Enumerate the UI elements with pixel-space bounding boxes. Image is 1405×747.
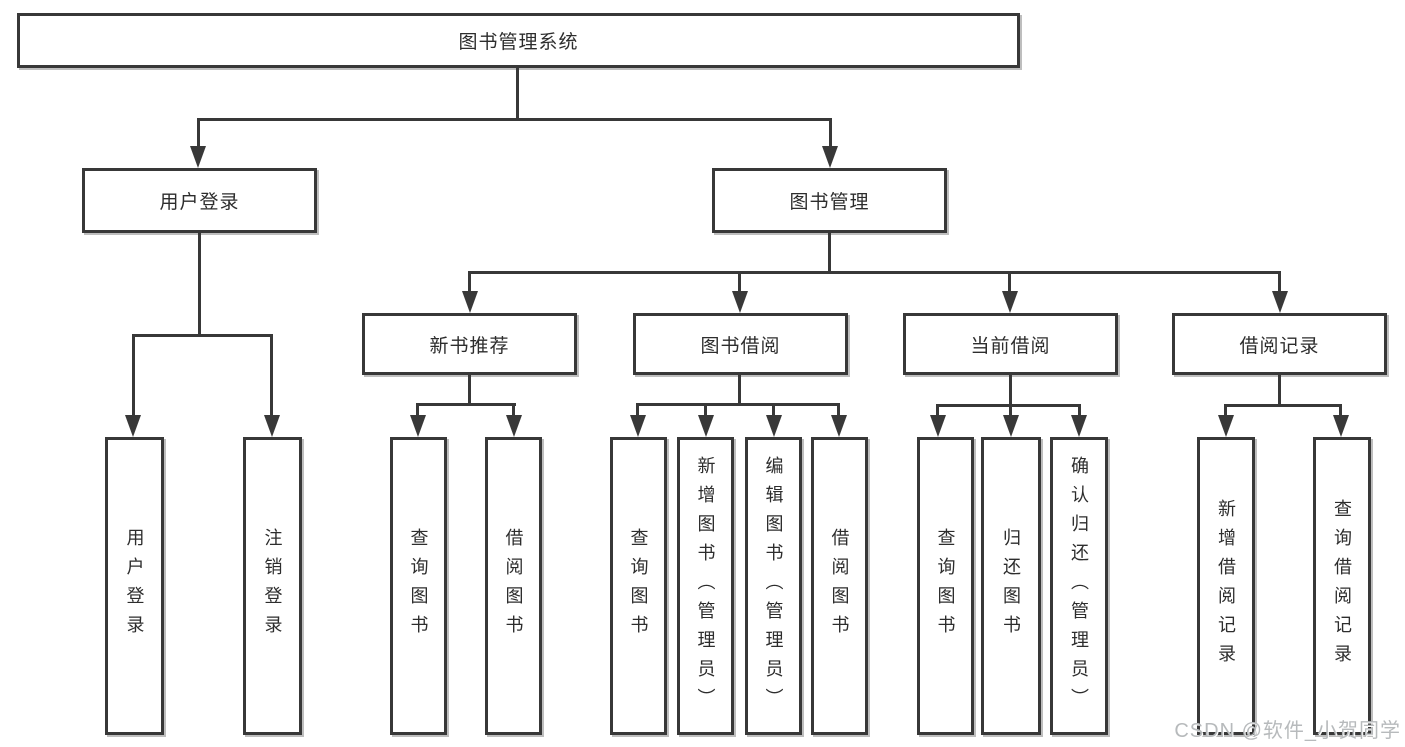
connector-line — [1009, 375, 1012, 407]
arrow-down-icon — [1272, 291, 1288, 313]
connector-line — [837, 405, 840, 418]
arrow-down-icon — [930, 415, 946, 437]
connector-line — [1009, 406, 1012, 418]
connector-line — [1278, 375, 1281, 407]
connector-line — [738, 375, 741, 406]
connector-line — [132, 334, 273, 337]
arrow-down-icon — [1333, 415, 1349, 437]
connector-line — [1224, 406, 1227, 418]
connector-line — [828, 233, 831, 274]
connector-line — [1224, 404, 1342, 407]
leaf-user-login: 用户登录 — [105, 437, 164, 735]
arrow-down-icon — [264, 415, 280, 437]
node-current-borrowing-label: 当前借阅 — [970, 335, 1051, 357]
connector-line — [636, 403, 840, 406]
connector-line — [1078, 406, 1081, 418]
watermark: CSDN @软件_小贺同学 — [1174, 720, 1401, 742]
arrow-down-icon — [506, 415, 522, 437]
node-book-management-label: 图书管理 — [789, 192, 870, 213]
leaf-confirm-return-admin-label: 确认归还（管理员） — [1069, 455, 1089, 717]
connector-line — [516, 68, 519, 121]
node-new-book-recommendation-label: 新书推荐 — [429, 335, 510, 357]
leaf-recommend-query-books-label: 查询图书 — [408, 528, 429, 644]
arrow-down-icon — [462, 291, 478, 313]
leaf-query-borrow-record-label: 查询借阅记录 — [1332, 499, 1352, 673]
node-new-book-recommendation: 新书推荐 — [362, 313, 577, 375]
connector-line — [636, 405, 639, 418]
arrow-down-icon — [831, 415, 847, 437]
leaf-confirm-return-admin: 确认归还（管理员） — [1050, 437, 1108, 735]
arrow-down-icon — [822, 146, 838, 168]
arrow-down-icon — [698, 415, 714, 437]
arrow-down-icon — [630, 415, 646, 437]
connector-line — [936, 404, 1081, 407]
connector-line — [270, 336, 273, 417]
leaf-logout-login: 注销登录 — [243, 437, 302, 735]
arrow-down-icon — [1002, 291, 1018, 313]
connector-line — [704, 405, 707, 418]
connector-line — [416, 405, 419, 418]
leaf-return-books: 归还图书 — [981, 437, 1041, 735]
leaf-query-borrow-record: 查询借阅记录 — [1313, 437, 1371, 735]
leaf-add-books-admin: 新增图书（管理员） — [677, 437, 734, 735]
node-borrowing-records-label: 借阅记录 — [1239, 335, 1320, 357]
leaf-recommend-borrow-books: 借阅图书 — [485, 437, 542, 735]
node-user-login: 用户登录 — [82, 168, 317, 233]
connector-line — [132, 336, 135, 417]
node-user-login-label: 用户登录 — [159, 192, 240, 213]
arrow-down-icon — [1071, 415, 1087, 437]
connector-line — [197, 120, 200, 148]
leaf-edit-books-admin: 编辑图书（管理员） — [745, 437, 802, 735]
leaf-edit-books-admin-label: 编辑图书（管理员） — [763, 455, 784, 717]
connector-line — [1278, 273, 1281, 293]
leaf-current-query-books-label: 查询图书 — [935, 528, 956, 644]
leaf-current-query-books: 查询图书 — [917, 437, 974, 735]
leaf-recommend-borrow-books-label: 借阅图书 — [503, 528, 524, 644]
leaf-add-borrow-record-label: 新增借阅记录 — [1216, 499, 1236, 673]
leaf-borrowing-query-books-label: 查询图书 — [628, 528, 649, 644]
arrow-down-icon — [1003, 415, 1019, 437]
connector-line — [468, 271, 1281, 274]
arrow-down-icon — [410, 415, 426, 437]
arrow-down-icon — [125, 415, 141, 437]
arrow-down-icon — [1218, 415, 1234, 437]
connector-line — [416, 403, 516, 406]
arrow-down-icon — [766, 415, 782, 437]
connector-line — [1008, 273, 1011, 293]
connector-line — [738, 273, 741, 293]
leaf-borrowing-query-books: 查询图书 — [610, 437, 667, 735]
leaf-user-login-label: 用户登录 — [124, 528, 145, 644]
connector-line — [197, 118, 832, 121]
leaf-borrowing-borrow-books: 借阅图书 — [811, 437, 868, 735]
connector-line — [198, 233, 201, 337]
leaf-logout-login-label: 注销登录 — [262, 528, 283, 644]
node-current-borrowing: 当前借阅 — [903, 313, 1118, 375]
node-root-label: 图书管理系统 — [458, 32, 579, 53]
arrow-down-icon — [190, 146, 206, 168]
connector-line — [512, 405, 515, 418]
leaf-add-borrow-record: 新增借阅记录 — [1197, 437, 1255, 735]
connector-line — [772, 405, 775, 418]
node-book-borrowing: 图书借阅 — [633, 313, 848, 375]
node-borrowing-records: 借阅记录 — [1172, 313, 1387, 375]
connector-line — [468, 273, 471, 293]
arrow-down-icon — [732, 291, 748, 313]
connector-line — [468, 375, 471, 406]
connector-line — [829, 120, 832, 148]
connector-line — [1339, 406, 1342, 418]
node-root: 图书管理系统 — [17, 13, 1020, 68]
connector-line — [936, 406, 939, 418]
leaf-recommend-query-books: 查询图书 — [390, 437, 447, 735]
leaf-borrowing-borrow-books-label: 借阅图书 — [829, 528, 850, 644]
node-book-borrowing-label: 图书借阅 — [700, 335, 781, 357]
leaf-return-books-label: 归还图书 — [1001, 528, 1021, 644]
leaf-add-books-admin-label: 新增图书（管理员） — [695, 455, 716, 717]
node-book-management: 图书管理 — [712, 168, 947, 233]
